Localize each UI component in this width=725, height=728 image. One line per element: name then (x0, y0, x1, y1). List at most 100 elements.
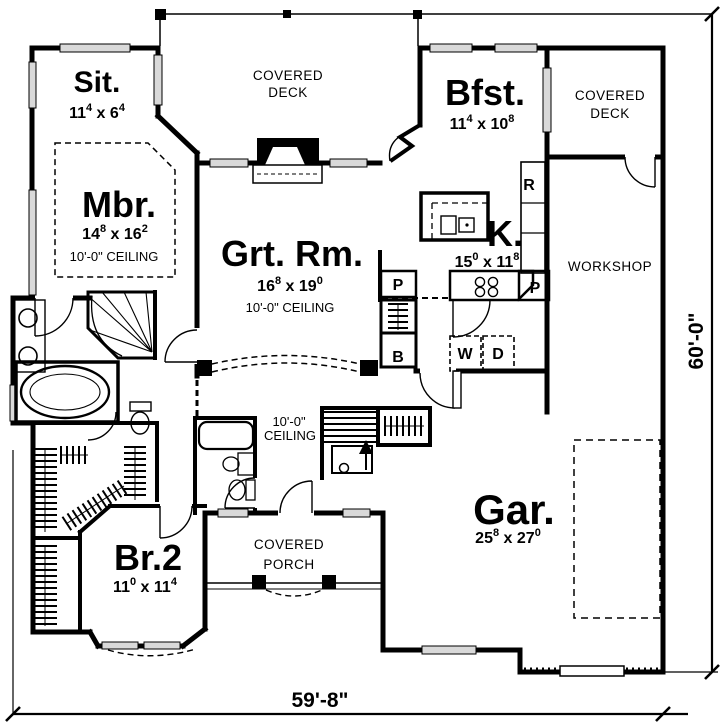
overall-dimension-labels: 59'-8" 60'-0" (292, 313, 708, 712)
washer-box (449, 335, 482, 372)
porch-edge (107, 575, 383, 657)
room-label-sit: Sit. (74, 66, 121, 99)
room-dimensions: 114 x 64 148 x 162 10'-0" CEILING 168 x … (69, 102, 541, 596)
toilet2 (228, 479, 246, 501)
pantry-left-label: P (393, 277, 404, 294)
dimension-right-label: 60'-0" (685, 313, 708, 370)
room-label-br2: Br.2 (114, 537, 182, 578)
closet-rods (33, 303, 424, 626)
garage-hall-door-leaf (452, 370, 462, 409)
room-label-workshop: WORKSHOP (568, 259, 652, 274)
deck-post (283, 10, 291, 18)
sink2 (222, 456, 240, 472)
deck-top-rail (155, 9, 712, 46)
deck-right-line1: COVERED (575, 88, 645, 103)
workshop-deck-door (624, 156, 656, 188)
pantry-right-label: P (530, 280, 541, 297)
deck-top-line1: COVERED (253, 68, 323, 83)
hall-bath (197, 420, 256, 501)
sink (18, 308, 38, 328)
sink (18, 346, 38, 366)
kitchen-counters (379, 161, 551, 302)
deck-post (155, 9, 166, 20)
garage-storage-dashed (573, 439, 661, 619)
grt-dims: 168 x 190 (257, 275, 323, 295)
deck-right-line2: DECK (590, 106, 630, 121)
master-bath-door (34, 297, 74, 337)
toilet (130, 411, 150, 435)
toilet2-tank (245, 479, 256, 501)
pantry-right-box (517, 269, 551, 302)
bay-window-arc (107, 648, 197, 657)
garage-dims: 258 x 270 (475, 527, 541, 547)
laundry-fixtures (449, 335, 515, 372)
exterior-walls (10, 45, 666, 675)
hall-ceiling-line1: 10'-0" (272, 414, 306, 429)
washer-label: W (457, 346, 473, 363)
windows (9, 43, 552, 655)
stair-rail (331, 445, 373, 474)
shower (86, 290, 157, 360)
garage-hall-door (419, 372, 456, 409)
room-label-mbr: Mbr. (82, 184, 156, 225)
master-bath (12, 290, 157, 435)
mbr-tray-ceiling (54, 142, 176, 278)
br2-dims: 110 x 114 (113, 576, 178, 596)
wc-door (87, 411, 117, 441)
island-sink (458, 217, 475, 233)
mbr-dims: 148 x 162 (82, 223, 148, 243)
kitchen-laundry-door (452, 299, 491, 338)
garage-details (524, 439, 661, 677)
dimension-lines (5, 6, 720, 722)
pantry-left-box (379, 269, 418, 299)
bfst-dims: 114 x 108 (450, 113, 515, 133)
burner (474, 276, 486, 288)
island-sink (440, 215, 457, 235)
front-door (279, 480, 313, 514)
porch-column (322, 575, 336, 589)
toilet-tank (129, 401, 152, 412)
room-label-bfst: Bfst. (445, 72, 525, 113)
tub2 (197, 420, 255, 451)
dimension-bottom-label: 59'-8" (292, 689, 349, 712)
grt-ceiling: 10'-0" CEILING (246, 300, 335, 315)
stairs (322, 411, 378, 474)
burner (474, 286, 486, 298)
newel (338, 462, 350, 474)
room-label-kitchen: K. (487, 213, 523, 254)
mbr-ceiling: 10'-0" CEILING (70, 249, 159, 264)
vanity (12, 299, 46, 373)
kitchen-island (419, 191, 490, 242)
porch-line1: COVERED (254, 537, 324, 552)
hall-ceiling-line2: CEILING (264, 428, 316, 443)
burner (487, 276, 499, 288)
garage-door (559, 665, 625, 677)
room-labels: Sit. Mbr. Grt. Rm. Bfst. K. Gar. Br.2 WO… (74, 66, 652, 578)
bath2-door (224, 477, 256, 509)
room-label-garage: Gar. (473, 486, 555, 533)
stair-up-arrow (359, 440, 373, 454)
tub (19, 364, 111, 420)
burner (487, 286, 499, 298)
room-label-grt: Grt. Rm. (221, 233, 363, 274)
doors (34, 129, 656, 539)
br2-door (159, 505, 193, 539)
refrigerator-label: R (523, 177, 535, 194)
dryer-box (482, 335, 515, 372)
fireplace (252, 138, 323, 184)
dryer-label: D (492, 346, 504, 363)
bfst-deck-door (388, 129, 415, 162)
tub-platform (14, 360, 120, 424)
grt-arch-opening (195, 297, 448, 416)
fixture-labels: R P P B W D (392, 177, 540, 366)
deck-post (413, 10, 422, 19)
deck-top-line2: DECK (268, 85, 308, 100)
sit-dims: 114 x 64 (69, 102, 126, 122)
porch-column (252, 575, 266, 589)
mbr-door (164, 329, 198, 363)
kitchen-dims: 150 x 118 (455, 251, 520, 271)
broom-closet-label: B (392, 349, 404, 366)
vanity2 (237, 452, 256, 476)
